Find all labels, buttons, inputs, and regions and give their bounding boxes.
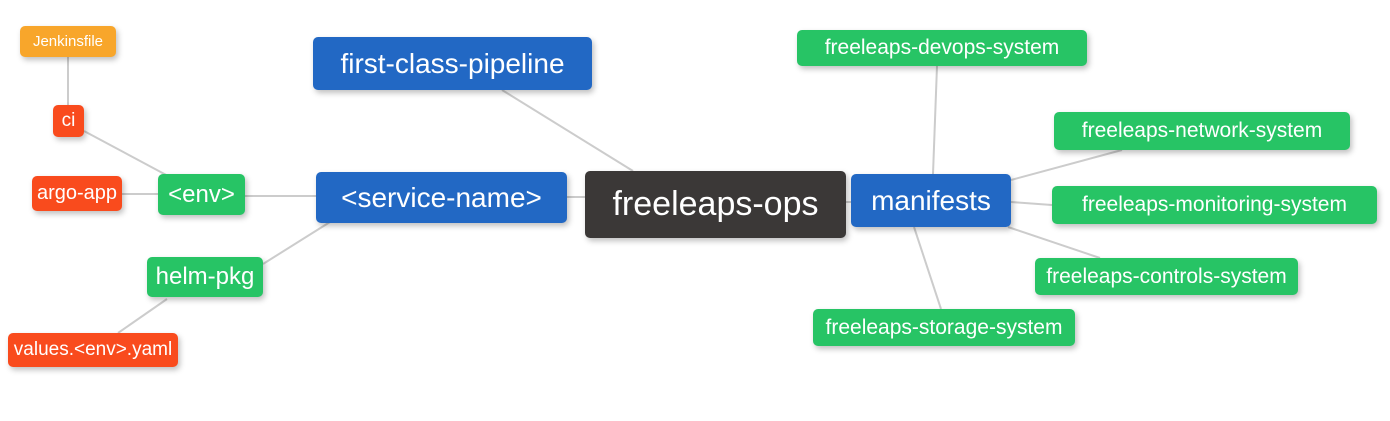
node-freeleaps-devops-system[interactable]: freeleaps-devops-system [797, 30, 1087, 66]
node-service-name[interactable]: <service-name> [316, 172, 567, 223]
node-ci[interactable]: ci [53, 105, 84, 137]
node-freeleaps-network-system[interactable]: freeleaps-network-system [1054, 112, 1350, 150]
node-helm-pkg[interactable]: helm-pkg [147, 257, 263, 297]
edge-manifests-storage [913, 226, 942, 310]
node-manifests[interactable]: manifests [851, 174, 1011, 227]
node-freeleaps-storage-system[interactable]: freeleaps-storage-system [813, 309, 1075, 346]
edge-values-helmpkg [117, 298, 168, 334]
node-freeleaps-ops-root[interactable]: freeleaps-ops [585, 171, 846, 238]
edge-manifests-controls [1007, 226, 1101, 259]
edge-manifests-devops [932, 65, 938, 175]
node-freeleaps-controls-system[interactable]: freeleaps-controls-system [1035, 258, 1298, 295]
node-freeleaps-monitoring-system[interactable]: freeleaps-monitoring-system [1052, 186, 1377, 224]
node-values-env-yaml[interactable]: values.<env>.yaml [8, 333, 178, 367]
edge-helmpkg-servicename [262, 221, 331, 265]
node-argo-app[interactable]: argo-app [32, 176, 122, 211]
edge-fcp-root [501, 89, 634, 172]
node-env[interactable]: <env> [158, 174, 245, 215]
node-first-class-pipeline[interactable]: first-class-pipeline [313, 37, 592, 90]
edge-manifests-monitoring [1010, 201, 1053, 206]
edge-ci-env [83, 130, 171, 178]
edge-manifests-network [1010, 149, 1123, 181]
node-jenkinsfile[interactable]: Jenkinsfile [20, 26, 116, 57]
